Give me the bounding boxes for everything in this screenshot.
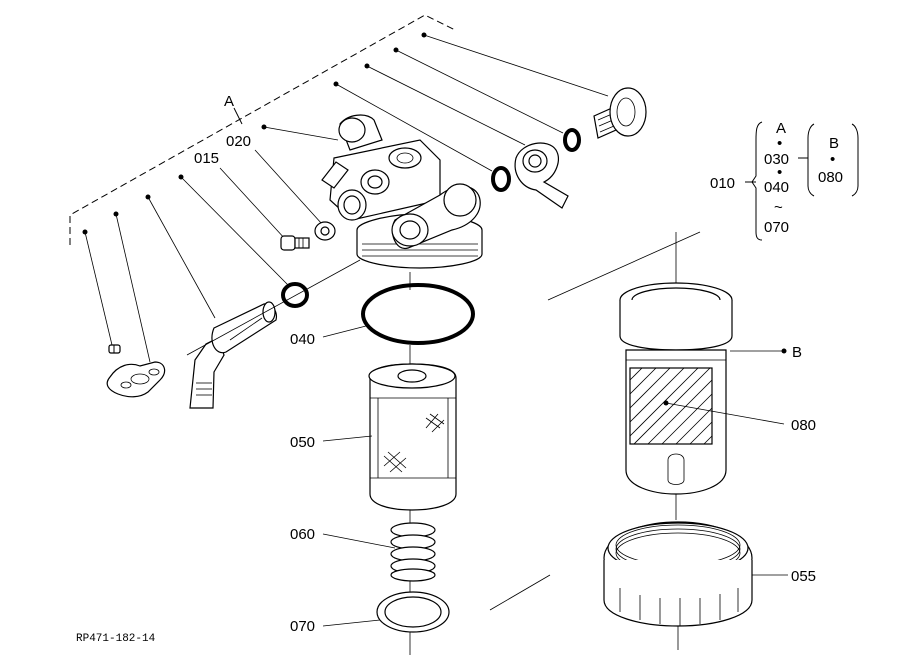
label-080: 080	[791, 417, 816, 434]
separator-lower	[489, 574, 551, 611]
filter-head-body	[321, 114, 483, 269]
label-b-ref: B	[792, 344, 802, 361]
legend-a-dot-2: •	[777, 164, 782, 181]
axis-line-left	[186, 259, 361, 356]
group-a-bracket	[69, 14, 456, 245]
legend-b-item-080: 080	[818, 169, 843, 186]
filter-bowl	[619, 232, 733, 520]
legend-a-item-040: 040	[764, 179, 789, 196]
bracket-leaders	[82, 32, 609, 363]
assembly-legend: 010 A • 030 • 040 ~ 070 B • 080	[710, 120, 859, 241]
callout-leaders	[322, 325, 788, 627]
o-ring-bolt	[563, 128, 581, 152]
drawing-code: RP471-182-14	[76, 633, 156, 645]
o-ring-banjo	[491, 166, 511, 192]
separator-upper	[547, 231, 701, 301]
bleed-screw	[280, 235, 310, 251]
legend-a-dot-1: •	[777, 135, 782, 152]
label-070: 070	[290, 618, 315, 635]
sealing-washer	[314, 221, 336, 241]
fuel-cock-lever	[189, 301, 277, 409]
legend-b-header: B	[829, 135, 839, 152]
o-ring-large	[361, 283, 475, 345]
small-bolt	[108, 344, 121, 354]
mounting-bracket-plate	[106, 361, 166, 398]
o-ring-small	[281, 282, 309, 308]
filter-ring	[376, 591, 450, 633]
label-015: 015	[194, 150, 219, 167]
label-055: 055	[791, 568, 816, 585]
banjo-bolt	[593, 87, 647, 139]
label-020: 020	[226, 133, 251, 150]
label-a-group: A	[224, 93, 234, 110]
label-060: 060	[290, 526, 315, 543]
filter-element	[368, 363, 457, 511]
label-050: 050	[290, 434, 315, 451]
legend-a-item-030: 030	[764, 151, 789, 168]
legend-a-item-070: 070	[764, 219, 789, 236]
legend-a-header: A	[776, 120, 786, 137]
legend-b-dot: •	[830, 151, 835, 168]
retaining-nut	[603, 521, 753, 650]
spring	[390, 522, 436, 582]
legend-a-tilde: ~	[774, 199, 783, 216]
label-040: 040	[290, 331, 315, 348]
banjo-fitting	[514, 142, 569, 209]
legend-assembly-code: 010	[710, 175, 735, 192]
